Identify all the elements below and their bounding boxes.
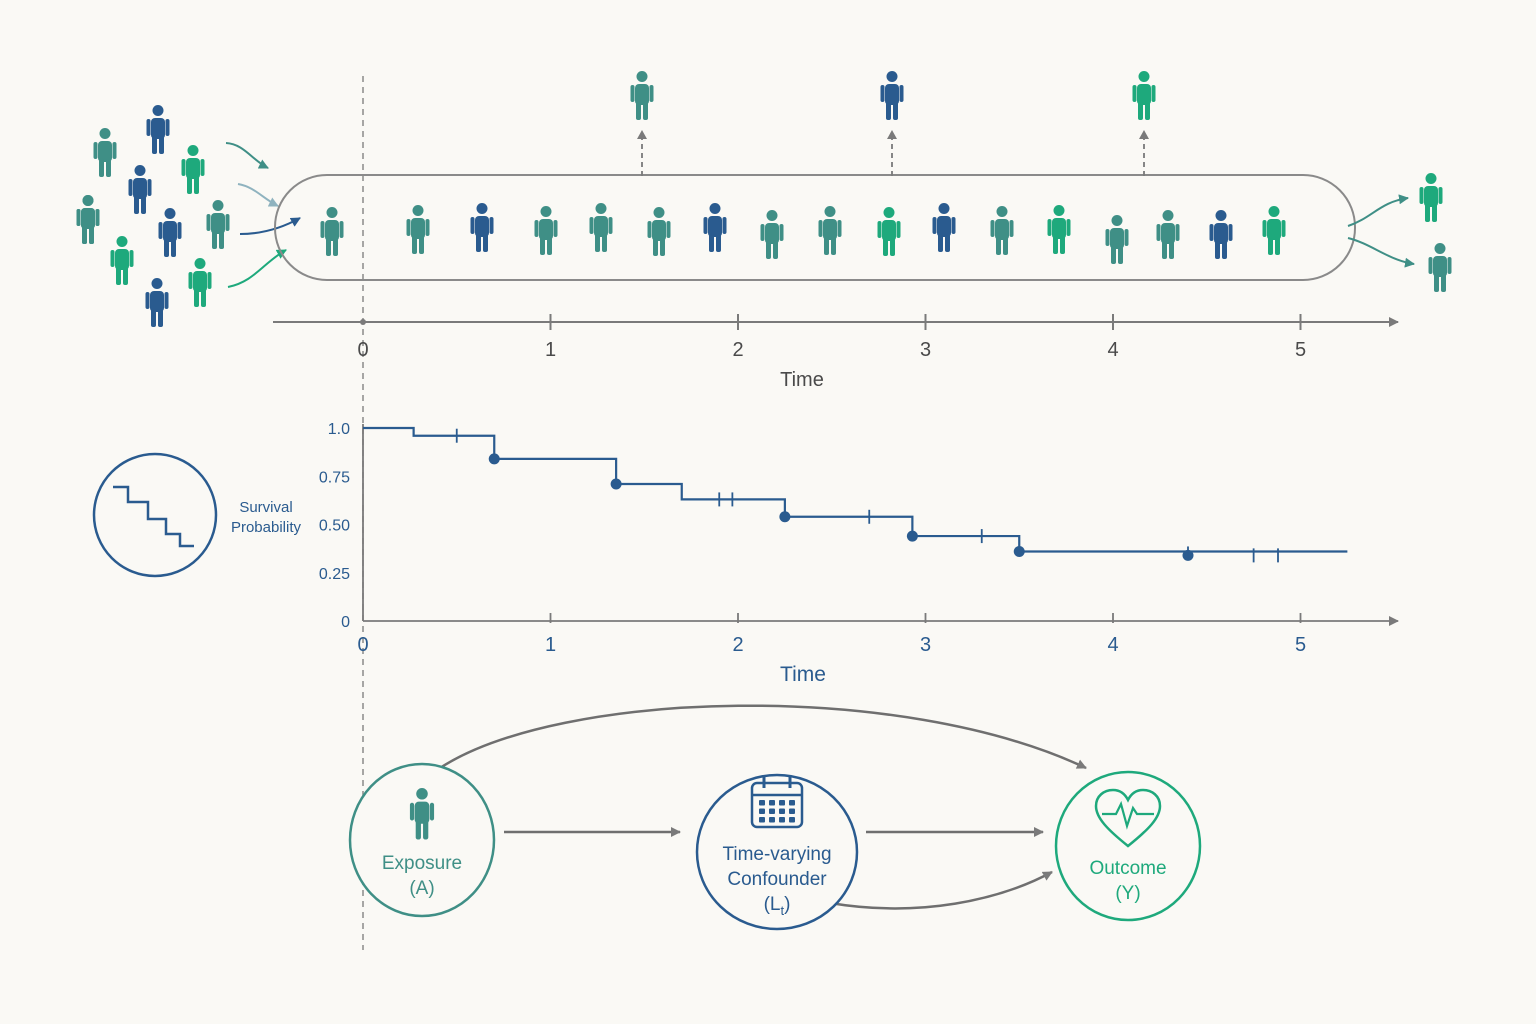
person-icon (188, 258, 212, 307)
staircase-icon (92, 452, 218, 578)
person-icon (128, 165, 152, 214)
outcome-symbol: (Y) (1115, 883, 1140, 904)
dag-edge-confounder-outcome-lower (829, 870, 1053, 910)
survival-ylabel-line1: Survival (239, 499, 292, 516)
enrolled-people (320, 203, 1286, 264)
person-icon (1428, 243, 1452, 292)
confounder-node: Time-varying Confounder (Lt) (695, 773, 859, 931)
survival-panel: Survival Probability 0 0.25 0.50 0.75 1.0 0 1 2… (92, 421, 1399, 686)
person-icon (145, 278, 169, 327)
exit-arrow (1347, 237, 1415, 268)
km-x-tick-label: 2 (732, 634, 743, 656)
km-x-tick-label: 0 (357, 634, 368, 656)
person-icon (146, 105, 170, 154)
person-icon (534, 206, 558, 255)
km-x-tick-label: 3 (920, 634, 931, 656)
person-icon (409, 788, 435, 840)
person-icon (1105, 215, 1129, 264)
timeline-tick-label: 2 (732, 339, 743, 361)
entry-arrow (225, 142, 269, 169)
km-y-tick-label: 1.0 (328, 421, 350, 438)
dag-edge-exposure-outcome (439, 704, 1087, 770)
entry-arrows (225, 142, 301, 288)
cohort-capsule (274, 174, 1356, 281)
person-icon (1132, 71, 1156, 120)
outcome-label: Outcome (1089, 858, 1166, 879)
exit-arrows (1347, 194, 1415, 268)
timeline-tick-label: 0 (357, 339, 368, 361)
km-event-marker (779, 511, 791, 523)
person-icon (470, 203, 494, 252)
entry-arrow (239, 217, 301, 235)
person-icon (181, 145, 205, 194)
km-event-marker (610, 478, 622, 490)
km-event-marker (488, 453, 500, 465)
km-survival-curve (363, 426, 1348, 553)
person-icon (818, 206, 842, 255)
person-icon (1209, 210, 1233, 259)
survival-ylabel-line2: Probability (231, 519, 302, 536)
km-event-marker (906, 530, 918, 542)
exiting-people (1419, 173, 1452, 292)
km-x-tick-label: 4 (1107, 634, 1118, 656)
outcome-node: Outcome (Y) (1054, 770, 1202, 922)
timeline-tick-label: 4 (1107, 339, 1118, 361)
person-icon (880, 71, 904, 120)
km-event-marker (1013, 546, 1025, 558)
person-icon (320, 207, 344, 256)
person-icon (406, 205, 430, 254)
person-icon (1156, 210, 1180, 259)
entry-arrow (227, 249, 287, 288)
heart-pulse-icon (1094, 788, 1162, 848)
timeline-tick-label: 3 (920, 339, 931, 361)
person-icon (158, 208, 182, 257)
exit-arrow (1347, 194, 1409, 227)
person-icon (589, 203, 613, 252)
person-icon (206, 200, 230, 249)
km-x-tick-label: 5 (1295, 634, 1306, 656)
confounder-label-line1: Time-varying (722, 844, 831, 865)
person-icon (990, 206, 1014, 255)
person-icon (1419, 173, 1443, 222)
km-y-tick-label: 0.50 (319, 518, 350, 535)
km-y-tick-label: 0.25 (319, 566, 350, 583)
cohort-panel: 0 1 2 3 4 5 Time (76, 71, 1452, 391)
exposure-node: Exposure (A) (348, 762, 496, 918)
person-icon (110, 236, 134, 285)
timeline-tick-label: 5 (1295, 339, 1306, 361)
person-icon (1047, 205, 1071, 254)
timeline-origin-dot (360, 319, 366, 325)
km-y-tick-label: 0.75 (319, 469, 350, 486)
entry-arrow (237, 183, 279, 207)
confounder-symbol: (Lt) (764, 894, 791, 918)
km-y-tick-label: 0 (341, 614, 350, 631)
calendar-icon (750, 776, 804, 829)
km-chart: 0 0.25 0.50 0.75 1.0 0 1 2 3 4 5 (319, 421, 1399, 656)
person-icon (1262, 206, 1286, 255)
exposure-label: Exposure (382, 853, 462, 874)
person-icon (630, 71, 654, 120)
person-icon (647, 207, 671, 256)
timeline-axis-label: Time (780, 369, 824, 391)
person-icon (409, 788, 435, 840)
person-icon (703, 203, 727, 252)
exposure-symbol: (A) (409, 878, 434, 899)
crowd-group (76, 105, 230, 327)
person-icon (76, 195, 100, 244)
person-icon (93, 128, 117, 177)
timeline-axis: 0 1 2 3 4 5 (273, 314, 1399, 361)
censored-exits (630, 71, 1156, 176)
person-icon (877, 207, 901, 256)
survival-axis-label: Time (780, 663, 826, 686)
confounder-label-line2: Confounder (727, 869, 827, 890)
km-x-tick-label: 1 (545, 634, 556, 656)
person-icon (932, 203, 956, 252)
timeline-tick-label: 1 (545, 339, 556, 361)
person-icon (760, 210, 784, 259)
causal-dag: Exposure (A) Time-varying Confounder (Lt… (348, 704, 1202, 931)
